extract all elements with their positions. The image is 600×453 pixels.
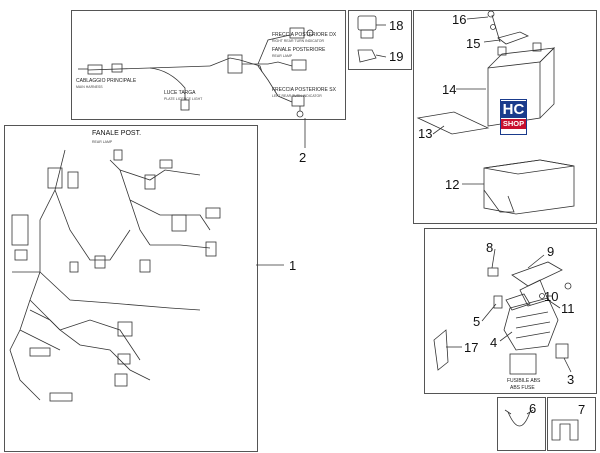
label-plate-light: LUCE TARGA [164,90,196,96]
callout-18[interactable]: 18 [389,18,404,33]
callout-17[interactable]: 17 [464,340,479,355]
callout-7[interactable]: 7 [578,402,586,417]
callout-14[interactable]: 14 [442,82,457,97]
callout-9[interactable]: 9 [547,244,555,259]
callout-5[interactable]: 5 [473,314,481,329]
callout-10[interactable]: 10 [544,289,559,304]
label-main-harness-sub: MAIN HARNESS [76,85,103,89]
part-6-drawing [504,409,534,427]
callout-6[interactable]: 6 [529,401,537,416]
callout-8[interactable]: 8 [486,240,494,255]
panel-part-7 [547,397,596,451]
panel-harness-1 [4,125,258,452]
callout-11[interactable]: 11 [561,301,575,316]
label-rear-lamp: FANALE POSTERIORE [272,47,326,53]
battery-drawing [416,10,575,215]
logo-shop: SHOP [501,119,526,129]
panel-parts-18-19 [348,10,412,70]
callout-19[interactable]: 19 [389,49,404,64]
callout-3[interactable]: 3 [567,372,575,387]
part-7-drawing [551,419,579,441]
harness-1-drawing [9,149,284,402]
label-left-indicator-sub: LEFT REAR TURN INDICATOR [272,94,322,98]
label-right-indicator-sub: RIGHT REAR TURN INDICATOR [272,39,325,43]
callout-13[interactable]: 13 [418,126,433,141]
callout-1[interactable]: 1 [289,258,297,273]
callout-15[interactable]: 15 [466,36,481,51]
label-abs-fuse: FUSIBILE ABS [507,378,541,384]
hc-shop-logo: HC SHOP [500,99,527,135]
harness-1-title: FANALE POST. [92,130,142,137]
label-right-indicator: FRECCIA POSTERIORE DX [272,32,337,38]
fuse-box-drawing [433,248,572,375]
label-rear-lamp-sub: REAR LAMP [272,54,293,58]
panel-part-6 [497,397,546,451]
harness-2-drawing [78,27,314,118]
label-main-harness: CABLAGGIO PRINCIPALE [76,78,137,84]
parts-18-19-drawing [357,15,387,63]
callout-4[interactable]: 4 [490,335,498,350]
callout-16[interactable]: 16 [452,12,467,27]
label-abs-fuse-sub: ABS FUSE [510,385,535,391]
harness-1-title-sub: REAR LAMP [92,140,113,144]
logo-hc: HC [501,101,526,118]
callout-2[interactable]: 2 [299,150,307,165]
callout-12[interactable]: 12 [445,177,460,192]
label-left-indicator: FRECCIA POSTERIORE SX [272,87,336,93]
label-plate-light-sub: PLATE LICENCE LIGHT [164,97,203,101]
